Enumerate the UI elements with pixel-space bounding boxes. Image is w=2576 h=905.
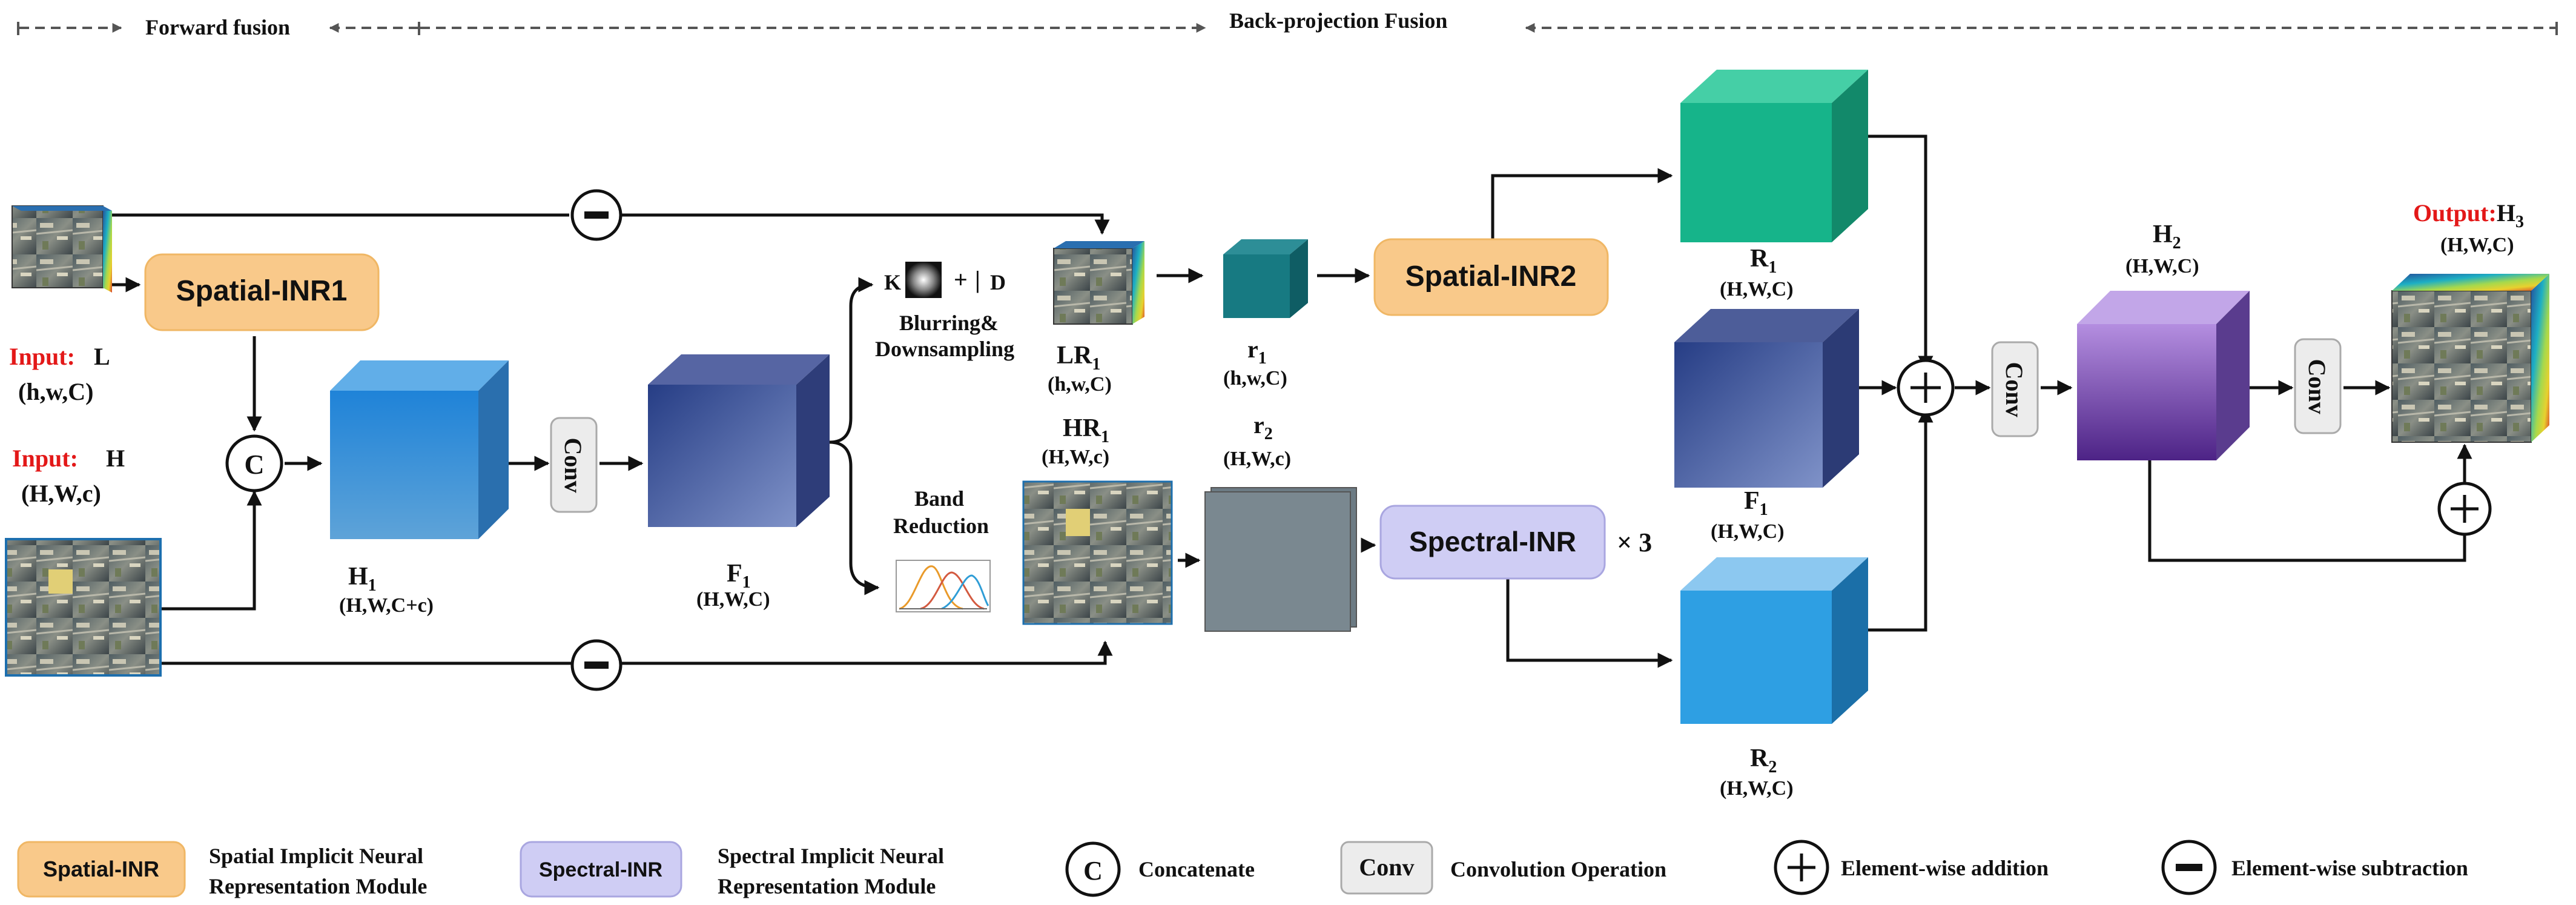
cube-f1b [1674,309,1859,488]
cube-h2 [2077,291,2250,460]
legend-sub: Element-wise subtraction [2161,840,2468,895]
input-h-prefix: Input: [12,445,78,472]
spatial-inr1-module: Spatial-INR1 [144,253,380,331]
legend-conv: Conv Convolution Operation [1340,841,1666,895]
band-label-2: Reduction [893,514,989,538]
connections [109,134,2472,668]
conv-text-1: Conv [560,437,587,492]
legend-spectral-line1: Spectral Implicit Neural [718,844,944,868]
spatial-inr2-module: Spatial-INR2 [1373,238,1609,316]
add-op-output [2437,482,2492,536]
h1-dims: (H,W,C+c) [339,594,434,617]
spectral-inr-text: Spectral-INR [1409,526,1576,557]
lr1-dims: (h,w,C) [1048,373,1112,396]
input-h-name: H [106,445,125,472]
legend-add-text: Element-wise addition [1841,856,2049,880]
R2-dims: (H,W,C) [1720,777,1794,800]
conv-chip-2: Conv [1991,341,2039,437]
output-label: Output:H3 [2413,199,2524,231]
f1-label: F1 [727,560,751,592]
R1-dims: (H,W,C) [1720,278,1794,300]
add-op-main [1897,359,1955,417]
kernel-bar: | [975,266,980,293]
input-l-label: Input: L (h,w,C) Input: H (H,W,c) [9,343,125,507]
legend-conv-text: Convolution Operation [1450,857,1666,881]
output-dims: (H,W,C) [2440,234,2514,256]
legend-spatial-line2: Representation Module [209,874,427,898]
legend-spatial-chip: Spatial-INR [43,857,159,881]
output-image [2391,274,2549,443]
R2-label: R2 [1750,744,1777,777]
band-reduction-curves [896,560,991,612]
conv-chip-3: Conv [2294,338,2342,434]
h1-label: H1 [348,563,377,595]
lr1-label: LR1 [1057,342,1100,374]
legend-concat-text: Concatenate [1138,857,1255,881]
f1-dims: (H,W,C) [696,588,770,611]
legend-add: Element-wise addition [1774,840,2049,895]
cube-r2 [1680,557,1868,724]
hr1-label: HR1 [1063,414,1109,446]
conv-text-2: Conv [2001,362,2028,417]
legend-concat: C Concatenate [1065,841,1255,897]
legend-concat-symbol: C [1083,856,1103,886]
op-labels: Blurring& Downsampling Band Reduction [875,311,1014,538]
cube-small-r1 [1223,239,1308,318]
spatial-inr1-text: Spatial-INR1 [176,275,348,307]
spectral-inr-module: Spectral-INR × 3 [1379,505,1652,580]
legend-sub-text: Element-wise subtraction [2231,856,2468,880]
legend-spectral-line2: Representation Module [718,874,936,898]
input-l-prefix: Input: [9,343,75,370]
r2-image-stack [1204,487,1357,632]
input-l-image [12,205,112,293]
concat-op: C [225,434,283,492]
input-h-dims: (H,W,c) [21,480,101,507]
h2-label: H2 [2153,220,2181,253]
r1-dims: (h,w,C) [1223,367,1287,390]
spatial-inr2-text: Spatial-INR2 [1405,260,1577,293]
input-l-name: L [94,343,110,370]
input-h-image [5,538,162,677]
r2-dims: (H,W,c) [1223,448,1291,470]
cube-r1 [1680,70,1868,242]
conv-chip-1: Conv [550,417,598,513]
spectral-times-label: × 3 [1617,528,1652,557]
hr1-image [1022,480,1173,625]
kernel-d: D [990,270,1006,294]
header: Forward fusion Back-projection Fusion [17,8,2558,39]
blur-kernel: K + | D [884,262,1006,298]
legend: Spatial-INR Spatial Implicit Neural Repr… [17,840,2468,898]
f1b-dims: (H,W,C) [1711,520,1785,543]
h2-dims: (H,W,C) [2125,255,2199,277]
legend-spectral-chip: Spectral-INR [539,858,662,881]
legend-spatial-line1: Spatial Implicit Neural [209,844,423,868]
r1-label: r1 [1247,336,1267,368]
back-projection-label: Back-projection Fusion [1229,8,1447,33]
legend-spatial: Spatial-INR Spatial Implicit Neural Repr… [17,841,427,898]
lr1-image [1053,241,1144,325]
concat-symbol: C [244,449,264,480]
R1-label: R1 [1750,245,1777,277]
kernel-plus: + [954,266,968,293]
band-label-1: Band [914,486,964,511]
sub-op-top [570,189,623,241]
legend-conv-chip: Conv [1359,854,1414,881]
kernel-k: K [884,270,901,294]
f1b-label: F1 [1744,487,1768,519]
input-l-dims: (h,w,C) [18,378,93,405]
cube-h1 [330,360,509,539]
blur-label-2: Downsampling [875,337,1014,361]
legend-spectral: Spectral-INR Spectral Implicit Neural Re… [520,841,944,898]
conv-text-3: Conv [2304,359,2331,414]
forward-fusion-label: Forward fusion [145,15,290,39]
blur-label-1: Blurring& [899,311,999,335]
tensor-labels: H1 (H,W,C+c) F1 (H,W,C) LR1 (h,w,C) r1 (… [339,199,2524,800]
cube-f1 [648,354,830,527]
hr1-dims: (H,W,c) [1042,446,1109,468]
r2-label: r2 [1253,411,1273,443]
sub-op-bottom [570,639,623,691]
